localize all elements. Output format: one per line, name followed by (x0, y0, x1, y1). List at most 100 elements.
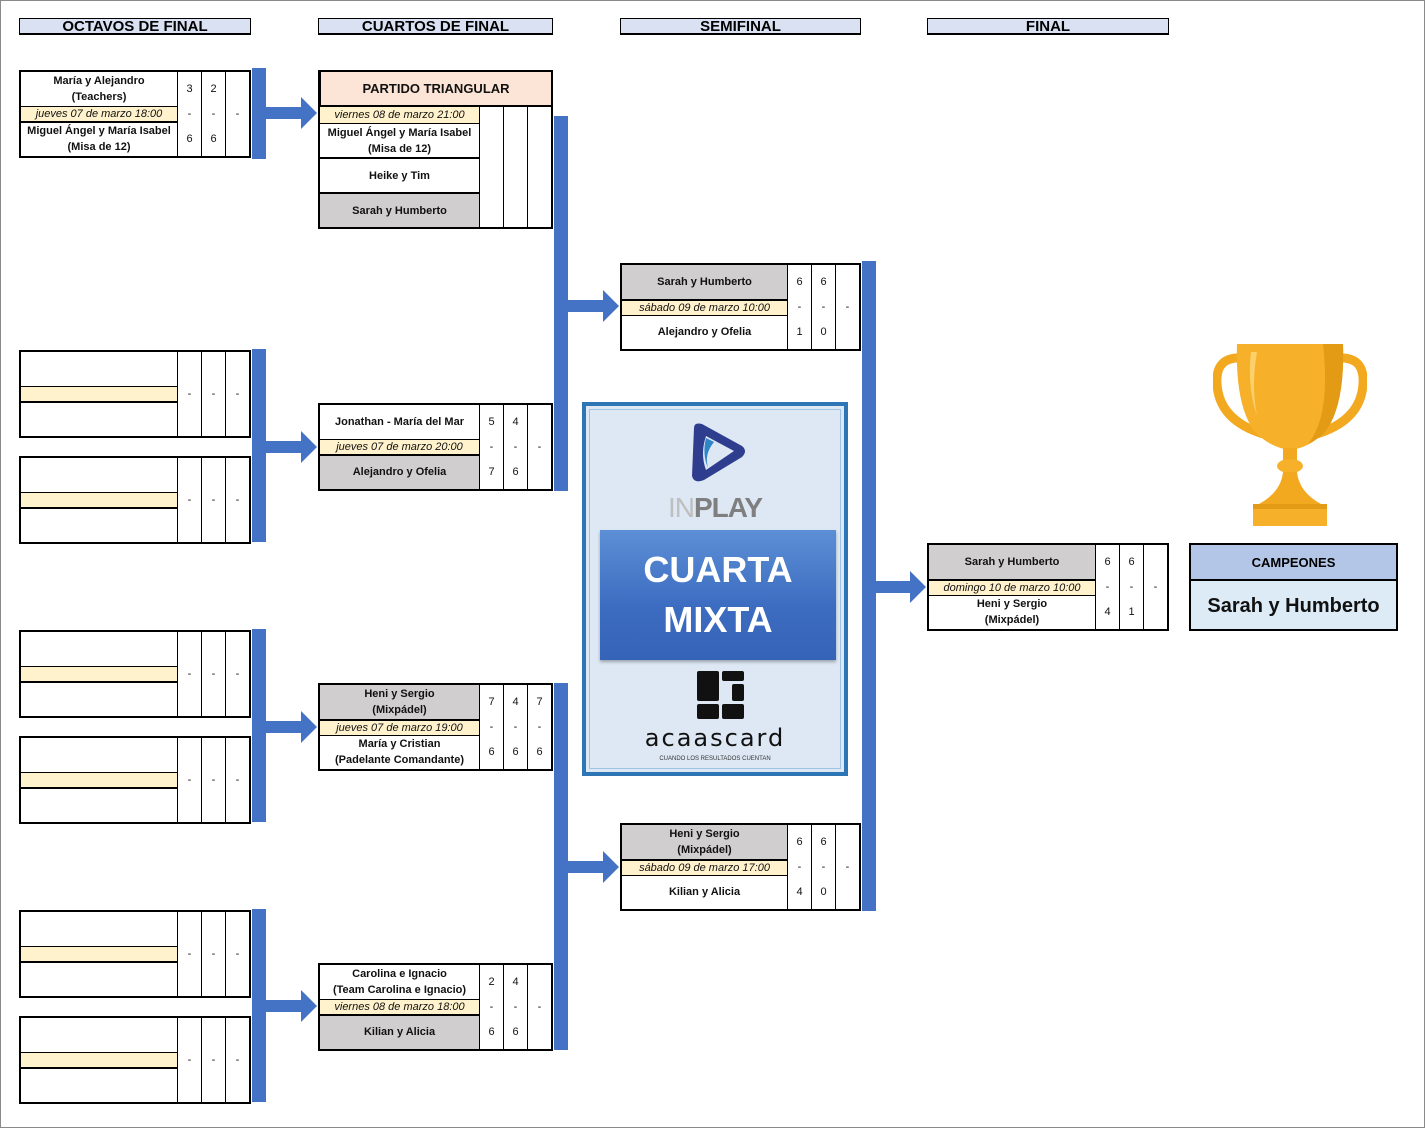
match-card: - - - (19, 630, 251, 718)
team-name-2 (21, 963, 177, 997)
set-score-team2: 0 (811, 315, 835, 349)
team-name-2: Alejandro y Ofelia (657, 326, 752, 339)
match-date: viernes 08 de marzo 21:00 (320, 107, 479, 124)
set-score-placeholder: - (503, 998, 527, 1016)
match-date (21, 665, 177, 683)
team-name-1 (21, 352, 177, 386)
round-header-cuartos: CUARTOS DE FINAL (318, 18, 553, 35)
team-name-1 (21, 1018, 177, 1052)
team-name-2: Heni y Sergio (Mixpádel) (976, 598, 1048, 627)
round-header-octavos: OCTAVOS DE FINAL (19, 18, 251, 35)
match-triangular: PARTIDO TRIANGULAR viernes 08 de marzo 2… (318, 70, 553, 229)
set-score-team1 (835, 825, 859, 859)
set-score-placeholder: - (479, 718, 503, 736)
set-score-placeholder: - (177, 352, 201, 436)
match-card: - - - (19, 456, 251, 544)
set-score-placeholder: - (225, 105, 249, 123)
team-name-2: Alejandro y Ofelia (320, 455, 479, 489)
tournament-banner: INPLAY CUARTA MIXTA acaascard CUANDO LOS… (582, 402, 848, 776)
set-score-team1: 6 (787, 825, 811, 859)
match-date: jueves 07 de marzo 19:00 (320, 718, 479, 736)
set-score-placeholder: - (201, 458, 225, 542)
score-cell (479, 107, 503, 227)
set-score-placeholder: - (201, 105, 225, 123)
set-score-team1 (527, 965, 551, 999)
set-score-placeholder: - (177, 632, 201, 716)
acaascard-logo-text: acaascard (644, 724, 786, 752)
set-score-team1: 4 (503, 405, 527, 439)
set-score-placeholder: - (225, 1018, 249, 1102)
team-name-1 (21, 912, 177, 946)
set-score-placeholder: - (225, 738, 249, 822)
match-card: - - - (19, 910, 251, 998)
set-score-placeholder: - (479, 438, 503, 456)
match-date: viernes 08 de marzo 18:00 (320, 998, 479, 1016)
arrow-right-icon (910, 571, 926, 603)
set-score-team1: 2 (479, 965, 503, 999)
set-score-team1: 6 (811, 825, 835, 859)
banner-title-line2: MIXTA (663, 599, 773, 640)
set-score-placeholder: - (1119, 578, 1143, 596)
match-card: - - - (19, 1016, 251, 1104)
round-header-final: FINAL (927, 18, 1169, 35)
set-score-placeholder: - (177, 1018, 201, 1102)
set-score-placeholder: - (527, 718, 551, 736)
match-date (21, 385, 177, 403)
set-score-team1: 7 (527, 685, 551, 719)
set-score-team2: 1 (787, 315, 811, 349)
arrow-right-icon (301, 990, 317, 1022)
set-score-placeholder: - (1095, 578, 1119, 596)
connector-stub (265, 1000, 301, 1012)
set-score-placeholder: - (835, 858, 859, 876)
team-name-1 (21, 738, 177, 772)
set-score-team2: 6 (527, 735, 551, 769)
set-score-placeholder: - (177, 105, 201, 123)
team-name-2: Miguel Ángel y María Isabel (Misa de 12) (27, 125, 171, 154)
match-date: jueves 07 de marzo 18:00 (21, 105, 177, 123)
match-date (21, 491, 177, 509)
bracket-connector (554, 116, 568, 491)
match-card: - - - (19, 350, 251, 438)
set-score-placeholder: - (177, 912, 201, 996)
team-name-1: María y Alejandro (Teachers) (53, 74, 145, 103)
team-name-1 (21, 632, 177, 666)
team-name-1 (21, 458, 177, 492)
match-card: - - - (19, 736, 251, 824)
set-score-team2: 6 (503, 1015, 527, 1049)
connector-stub (265, 721, 301, 733)
bracket-connector (252, 629, 266, 822)
set-score-placeholder: - (503, 718, 527, 736)
set-score-placeholder: - (787, 298, 811, 316)
set-score-team2: 4 (787, 875, 811, 909)
set-score-placeholder: - (503, 438, 527, 456)
set-score-team1: 7 (479, 685, 503, 719)
set-score-placeholder: - (201, 1018, 225, 1102)
set-score-team2: 4 (1095, 595, 1119, 629)
bracket-connector (252, 349, 266, 542)
set-score-placeholder: - (527, 998, 551, 1016)
set-score-team2: 6 (503, 455, 527, 489)
set-score-team1: 6 (1119, 545, 1143, 579)
champions-name: Sarah y Humberto (1207, 594, 1380, 617)
set-score-team2: 6 (503, 735, 527, 769)
team-name-1: Heni y Sergio (Mixpádel) (622, 825, 787, 859)
set-score-team1: 2 (201, 72, 225, 106)
inplay-logo-text: INPLAY (586, 492, 844, 524)
acaascard-tagline: CUANDO LOS RESULTADOS CUENTAN (659, 756, 771, 762)
team-name-2 (21, 403, 177, 437)
set-score-placeholder: - (201, 352, 225, 436)
set-score-team2: 0 (811, 875, 835, 909)
connector-stub (567, 300, 603, 312)
team-name: Sarah y Humberto (320, 194, 479, 227)
match-date: domingo 10 de marzo 10:00 (929, 578, 1095, 596)
team-name-1: Jonathan - María del Mar (335, 415, 464, 428)
round-header-semifinal: SEMIFINAL (620, 18, 861, 35)
arrow-right-icon (603, 851, 619, 883)
set-score-team1 (1143, 545, 1167, 579)
score-cell (503, 107, 527, 227)
set-score-placeholder: - (225, 912, 249, 996)
set-score-team2: 6 (479, 1015, 503, 1049)
bracket-connector (252, 68, 266, 159)
